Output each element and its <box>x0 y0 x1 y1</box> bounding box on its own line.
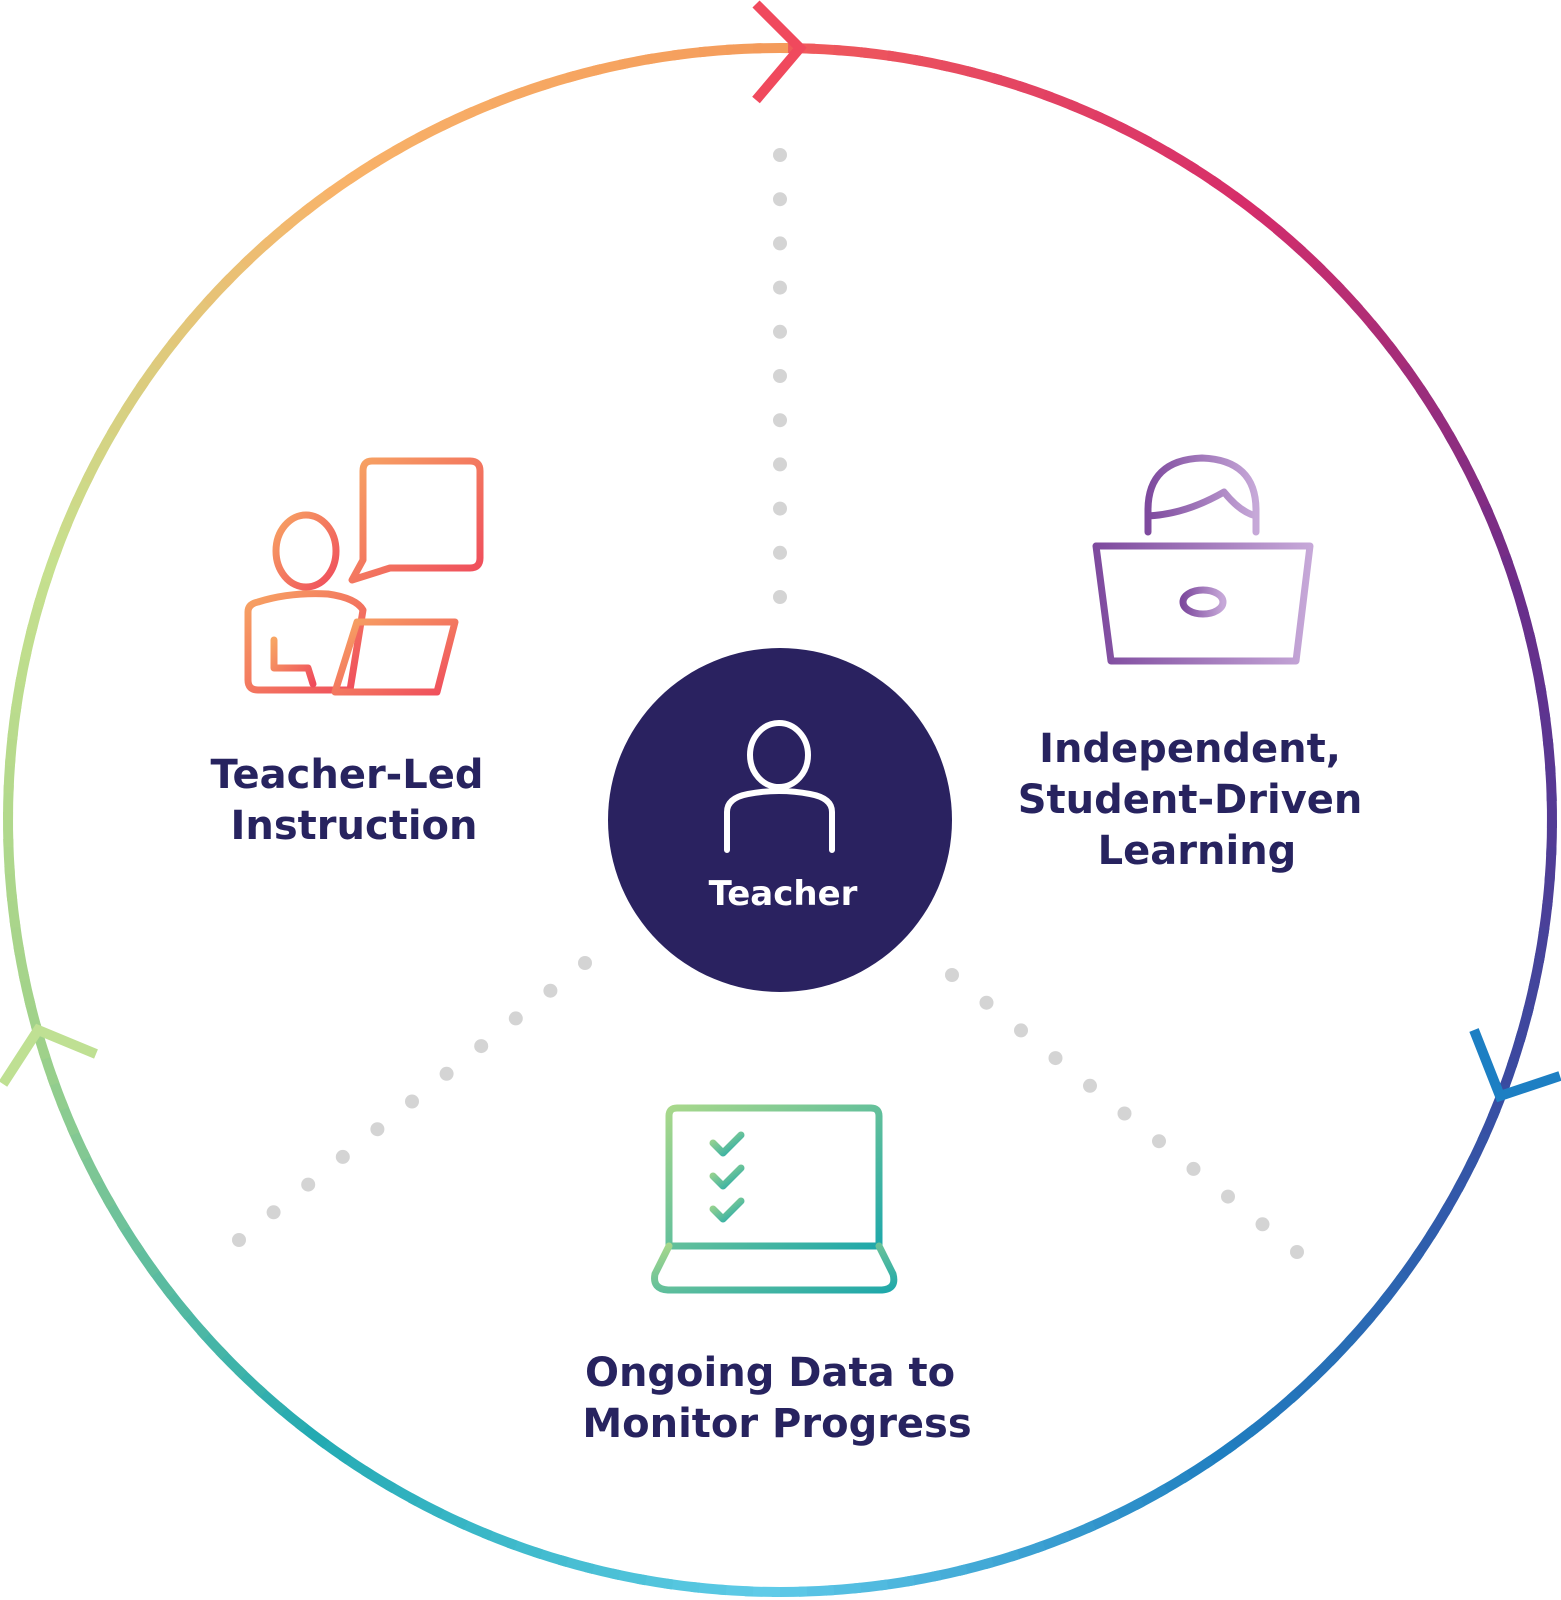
divider-dot <box>543 983 558 998</box>
divider-dot <box>773 236 787 251</box>
divider-dot <box>1014 1023 1028 1038</box>
divider-dot <box>979 995 994 1010</box>
label-independent: Independent, Student-Driven Learning <box>1018 726 1377 874</box>
label-line: Student-Driven <box>1018 777 1363 823</box>
cycle-ring <box>2 42 1558 1598</box>
label-ongoing-data: Ongoing Data to Monitor Progress <box>582 1350 971 1447</box>
divider-dot <box>1186 1161 1201 1176</box>
dotted-dividers <box>232 148 1304 1259</box>
divider-dot <box>773 280 787 295</box>
student-on-laptop-icon <box>1092 454 1314 676</box>
label-line: Monitor Progress <box>582 1401 971 1447</box>
arrowhead-right <box>1469 1028 1561 1103</box>
divider-dot <box>266 1205 281 1220</box>
arrowhead-top <box>752 0 807 104</box>
divider-dot <box>474 1039 489 1054</box>
laptop-checklist-icon <box>651 1104 898 1294</box>
center-label: Teacher <box>709 874 858 914</box>
divider-dot <box>773 590 787 604</box>
divider-dot <box>405 1094 419 1109</box>
arrowhead-left <box>0 1023 98 1087</box>
divider-dot <box>508 1011 523 1026</box>
divider-dot <box>578 956 592 970</box>
ring-arrowheads <box>0 0 1561 1103</box>
divider-dot <box>439 1066 454 1081</box>
label-teacher-led: Teacher-Led Instruction <box>211 752 498 849</box>
divider-dot <box>773 457 787 472</box>
divider-dot <box>1117 1106 1132 1121</box>
divider-dot <box>1048 1051 1063 1066</box>
label-line: Learning <box>1098 828 1297 874</box>
divider-dot <box>773 545 787 560</box>
divider-dot <box>301 1177 316 1192</box>
label-line: Independent, <box>1039 726 1341 772</box>
divider-dot <box>1255 1217 1270 1232</box>
divider-dot <box>773 413 787 428</box>
divider-dot <box>335 1149 350 1164</box>
divider-dot <box>1083 1078 1097 1093</box>
divider-dot <box>773 369 787 383</box>
divider-dot <box>773 148 787 162</box>
divider-dot <box>1290 1245 1304 1259</box>
label-line: Instruction <box>231 803 478 849</box>
divider-dot <box>1221 1189 1235 1204</box>
divider-dot <box>945 968 959 982</box>
center-circle <box>608 648 952 992</box>
person-icon <box>724 720 835 853</box>
teacher-at-laptop-with-speech-bubble-icon <box>244 457 484 696</box>
divider-dot <box>1152 1134 1166 1149</box>
center-teacher-node: Teacher <box>608 648 952 992</box>
divider-dot <box>773 324 787 339</box>
divider-dot <box>370 1122 385 1137</box>
divider-dot <box>232 1233 246 1247</box>
divider-dot <box>773 501 787 516</box>
label-line: Ongoing Data to <box>585 1350 955 1396</box>
label-line: Teacher-Led <box>211 752 484 798</box>
divider-dot <box>773 192 787 207</box>
